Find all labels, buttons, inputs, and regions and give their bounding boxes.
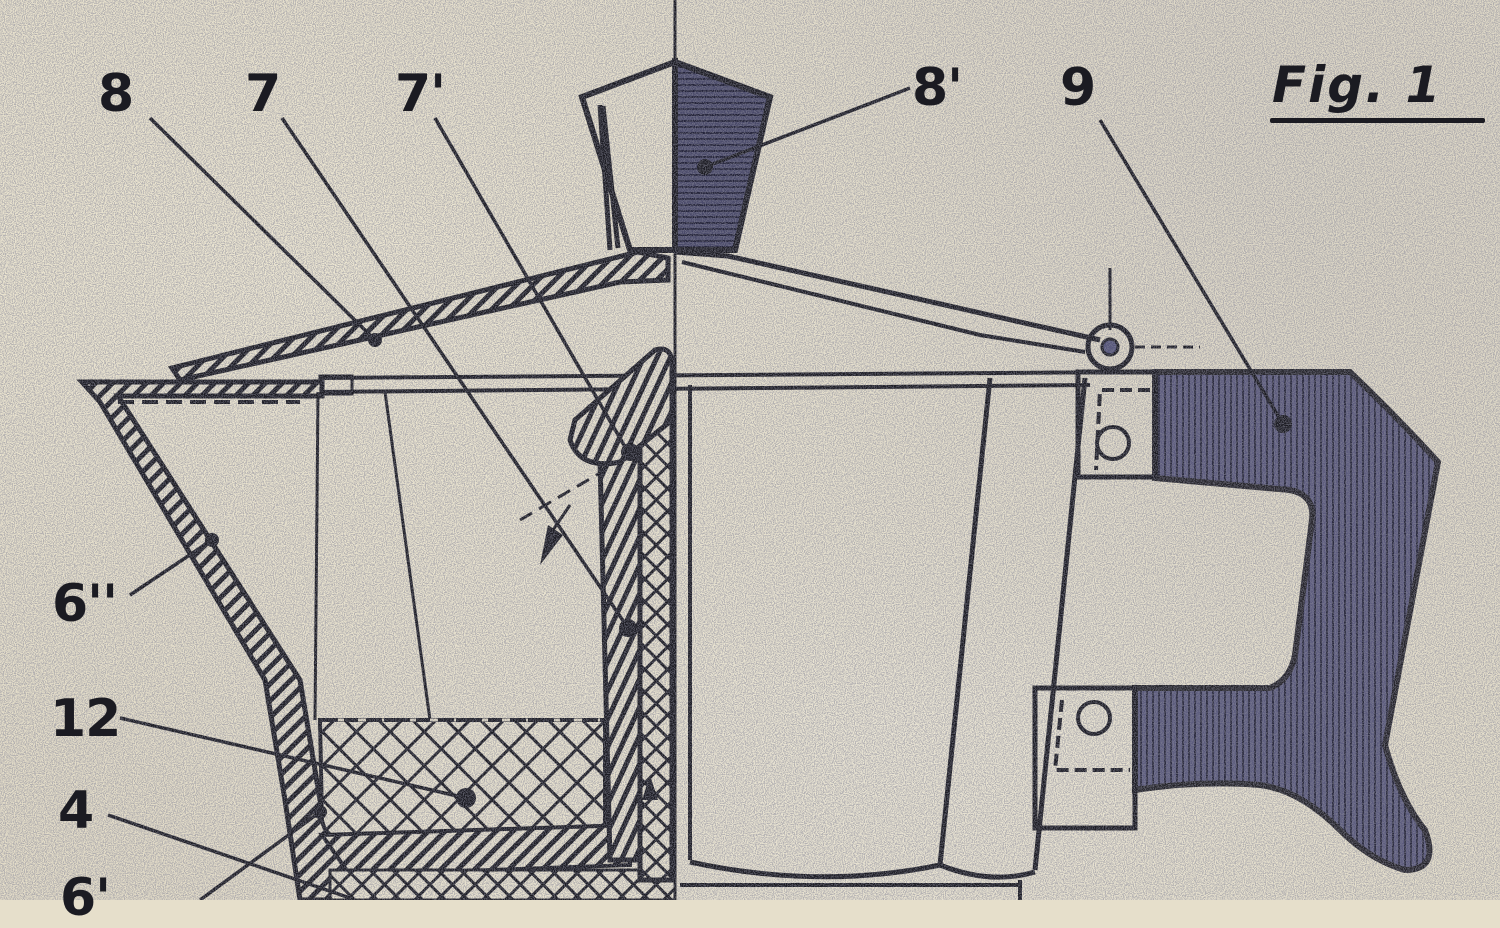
label-6-prime-lower-wall: 6' (60, 868, 111, 928)
figure-title-underline (1270, 118, 1485, 123)
label-7-prime-spout: 7' (395, 64, 446, 124)
label-12-filter: 12 (50, 689, 121, 749)
label-7-tube: 7 (245, 64, 281, 124)
label-4-base: 4 (58, 781, 94, 841)
label-8-lid: 8 (98, 64, 134, 124)
label-9-handle: 9 (1060, 58, 1096, 118)
figure-title: Fig. 1 (1272, 56, 1443, 114)
moka-pot-cross-section (0, 0, 1500, 900)
label-6-double-prime-wall: 6'' (52, 574, 118, 634)
label-8-prime-knob: 8' (912, 58, 963, 118)
